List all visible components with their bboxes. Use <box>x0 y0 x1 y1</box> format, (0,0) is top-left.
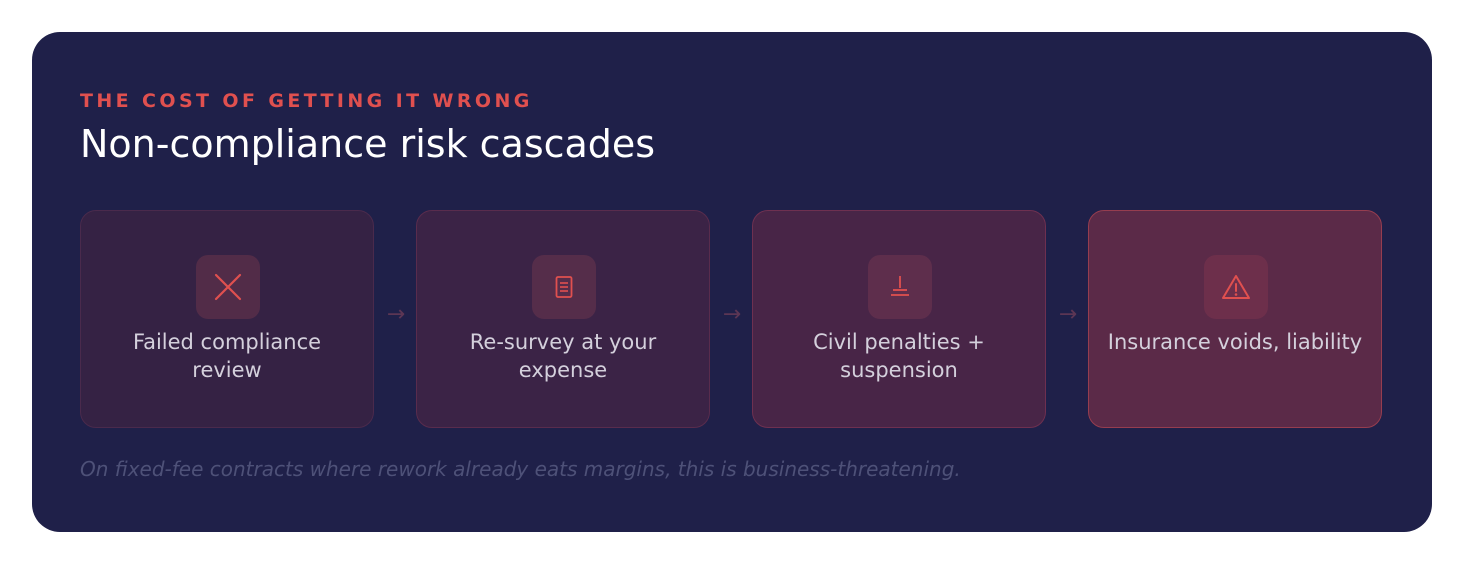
step-card-insurance-voids: Insurance voids, liability <box>1088 210 1382 428</box>
step-label: Re-survey at your expense <box>469 330 657 382</box>
arrow-icon: → <box>1058 302 1078 327</box>
step-icon-box <box>1204 255 1268 319</box>
arrow-icon: → <box>722 302 742 327</box>
footnote-text: On fixed-fee contracts where rework alre… <box>80 457 961 481</box>
step-label: Failed compliance review <box>132 330 322 382</box>
step-icon-box <box>868 255 932 319</box>
step-label: Insurance voids, liability <box>1107 330 1363 354</box>
step-card-failed-review: Failed compliance review <box>80 210 374 428</box>
step-icon-box <box>196 255 260 319</box>
gavel-icon <box>891 276 909 296</box>
x-icon <box>214 273 242 301</box>
section-title: Non-compliance risk cascades <box>80 122 656 166</box>
eyebrow-label: THE COST OF GETTING IT WRONG <box>80 90 533 112</box>
step-card-civil-penalties: Civil penalties + suspension <box>752 210 1046 428</box>
risk-cascade-panel: THE COST OF GETTING IT WRONG Non-complia… <box>32 32 1432 532</box>
arrow-icon: → <box>386 302 406 327</box>
step-card-resurvey: Re-survey at your expense <box>416 210 710 428</box>
step-label: Civil penalties + suspension <box>813 330 985 382</box>
warning-icon <box>1222 275 1250 299</box>
document-icon <box>555 276 573 298</box>
step-icon-box <box>532 255 596 319</box>
